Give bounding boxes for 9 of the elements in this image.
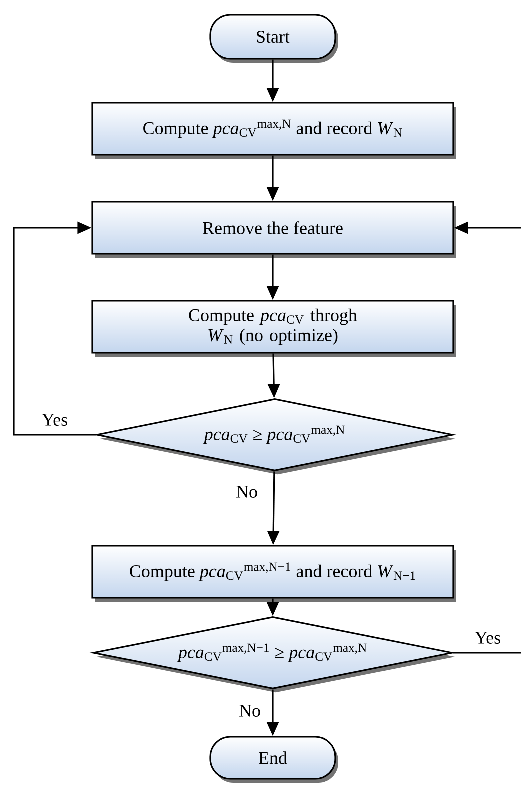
edge-label: Yes <box>42 414 68 426</box>
process-box: Compute pca$_{CV}$$^{max,N−1}$ and record W$_{N−1}$ <box>92 545 456 602</box>
process-box: Compute pca$_{CV}$ throgh W$_{N}$ (no optimize) <box>92 300 456 357</box>
edge-label: No <box>236 486 258 498</box>
process-box: Remove the feature <box>92 201 456 258</box>
arrow <box>13 222 96 436</box>
edge-label: Yes <box>475 632 500 644</box>
process-box: Compute pca$_{CV}$$^{max,N}$ and record W$_{N}$ <box>92 102 456 159</box>
edge-label: No <box>240 705 260 717</box>
